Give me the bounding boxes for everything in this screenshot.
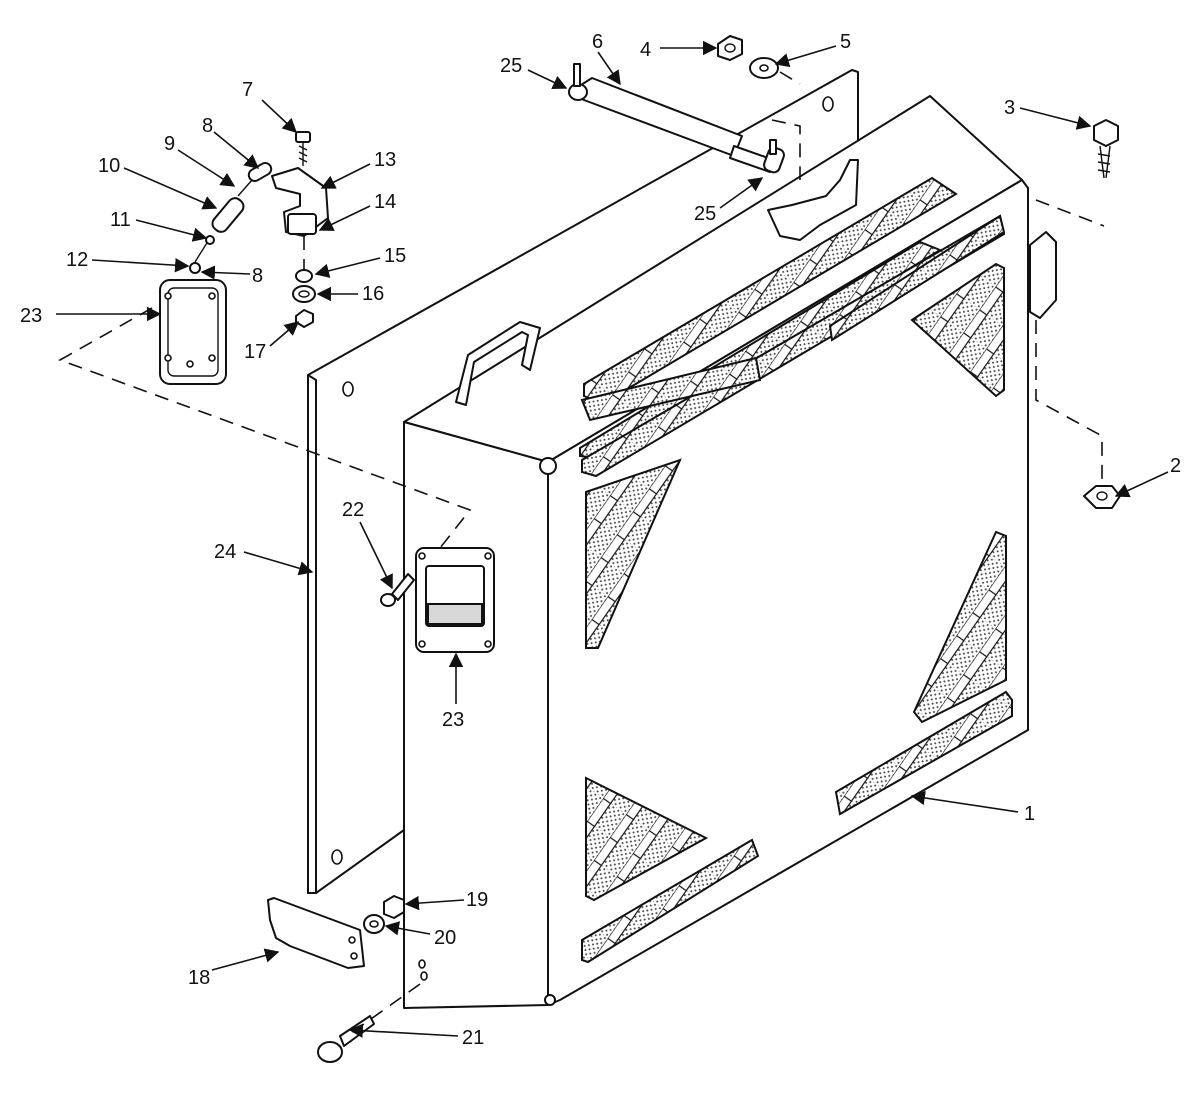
callouts: 1 2 3 4 5 6 7 8 8 9 10 11 12 13 14 15 16 <box>20 31 1181 1049</box>
mounting-plate-24 <box>307 69 859 894</box>
callout-19: 19 <box>466 889 488 911</box>
callout-3: 3 <box>1004 97 1015 119</box>
callout-17: 17 <box>244 341 266 363</box>
latch-23-installed <box>415 547 495 653</box>
callout-11: 11 <box>110 209 131 231</box>
callout-12: 12 <box>66 249 88 271</box>
callout-8-bottom: 8 <box>252 265 263 287</box>
callout-2: 2 <box>1170 455 1181 477</box>
callout-20: 20 <box>434 927 456 949</box>
callout-10: 10 <box>98 155 120 177</box>
callout-23-left: 23 <box>20 305 42 327</box>
latch-23-removed <box>159 279 227 385</box>
callout-6: 6 <box>592 31 603 53</box>
callout-5: 5 <box>840 31 851 53</box>
grilles <box>579 176 1013 964</box>
callout-13: 13 <box>374 149 396 171</box>
callout-15: 15 <box>384 245 406 267</box>
callout-9: 9 <box>164 133 175 155</box>
callout-25-top: 25 <box>500 55 522 77</box>
callout-16: 16 <box>362 283 384 305</box>
callout-21: 21 <box>462 1027 484 1049</box>
callout-23-bottom: 23 <box>442 709 464 731</box>
callout-25-bottom: 25 <box>694 203 716 225</box>
callout-18: 18 <box>188 967 210 989</box>
callout-22: 22 <box>342 499 364 521</box>
callout-24: 24 <box>214 541 236 563</box>
callout-7: 7 <box>242 79 253 101</box>
callout-1: 1 <box>1024 803 1035 825</box>
callout-14: 14 <box>374 191 396 213</box>
callout-4: 4 <box>640 39 651 61</box>
callout-8-top: 8 <box>202 115 213 137</box>
gas-spring-6 <box>568 35 1121 509</box>
lanyard-hardware <box>189 131 329 328</box>
